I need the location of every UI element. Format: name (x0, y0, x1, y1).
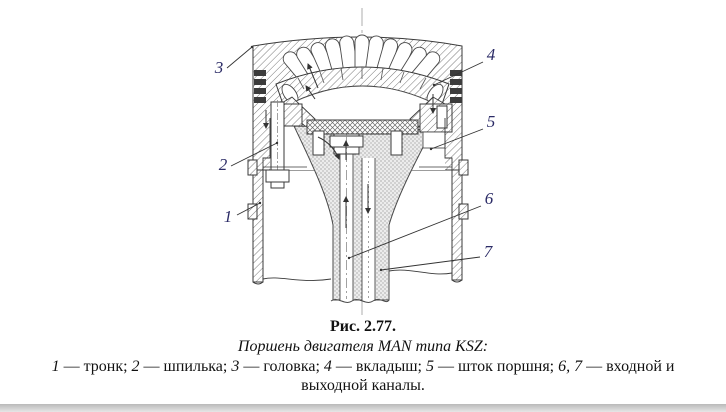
callout-2: 2 (219, 155, 228, 174)
callout-3: 3 (214, 58, 224, 77)
figure-legend: 1 — тронк; 2 — шпилька; 3 — головка; 4 —… (2, 357, 724, 395)
piston-cross-section-diagram: 1 2 3 4 5 6 7 (214, 8, 496, 315)
break-line-left (262, 277, 332, 282)
callout-5: 5 (487, 112, 496, 131)
flow-arrows (263, 63, 436, 228)
skirt-pad (458, 159, 469, 176)
leader-5 (430, 128, 484, 150)
legend-item: 2 — шпилька; (131, 358, 232, 375)
legend-tail: выходной каналы. (301, 377, 425, 394)
callout-7: 7 (484, 242, 494, 261)
stud-assembly (265, 100, 303, 189)
figure-title: Поршень двигателя MAN типа KSZ: (237, 338, 489, 355)
callout-6: 6 (485, 189, 494, 208)
flange-bolt-right (390, 130, 403, 156)
ring-grooves-right (450, 70, 462, 103)
figure-number: Рис. 2.77. (329, 318, 397, 335)
leader-4 (433, 61, 484, 86)
legend-item: 4 — вкладыш; (323, 358, 426, 375)
page-edge-strip (0, 404, 726, 412)
leader-3 (226, 46, 253, 69)
break-line-right (388, 269, 453, 275)
leader-lines (226, 45, 484, 272)
dome-ribs (297, 67, 427, 90)
skirt-pad (247, 159, 258, 176)
leader-2 (230, 142, 278, 167)
leader-1 (236, 202, 261, 216)
legend-item: 1 — тронк; (51, 358, 132, 375)
skirt-pad (247, 203, 258, 220)
rod-flange (306, 119, 419, 156)
channel-7-bore (362, 158, 375, 301)
piston-diagram-area: 1 2 3 4 5 6 7 (214, 8, 496, 315)
right-block (419, 103, 453, 149)
right-block-bolt (436, 105, 448, 129)
stud-nut (265, 169, 290, 183)
legend-item: 5 — шток поршня; (426, 358, 559, 375)
callout-1: 1 (224, 207, 233, 226)
leader-6 (348, 205, 482, 259)
flange-bolt-left (312, 130, 325, 156)
trunk-skirt (247, 118, 469, 285)
legend-item: 6, 7 — входной и (558, 358, 675, 375)
ring-grooves-left (254, 70, 266, 103)
leader-7 (380, 256, 481, 271)
legend-item: 3 — головка; (231, 358, 324, 375)
callout-4: 4 (487, 45, 496, 64)
figure-caption: Рис. 2.77. Поршень двигателя MAN типа KS… (0, 317, 726, 395)
